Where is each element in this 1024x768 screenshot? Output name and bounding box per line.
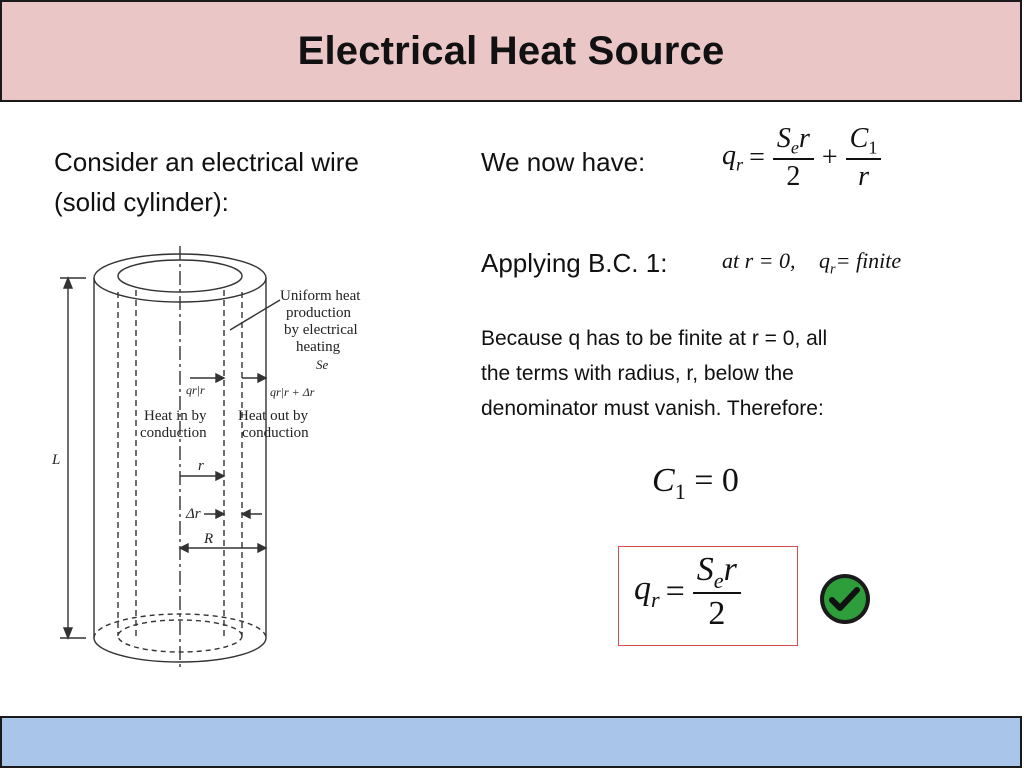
eq1-den1: 2 [786,160,801,192]
final-q: q [634,570,651,608]
final-q-sub: r [651,587,660,613]
applying-bc-text: Applying B.C. 1: [481,248,668,278]
final-num-sub: e [713,567,724,593]
bc-q-sub: r [830,261,836,278]
final-equation-box [618,546,798,646]
because-line-1: Because q has to be finite at r = 0, all [481,327,828,350]
bc-condition: at r = 0, [722,248,796,273]
now-have-text: We now have: [481,147,646,177]
fig-label-uniform-4: heating [296,339,341,355]
fig-label-uniform-1: Uniform heat [280,288,361,304]
eq1-num2: C [849,123,869,154]
footer-bar [0,716,1022,768]
fig-label-qrdr: qr|r + Δr [270,385,315,399]
eq1-q: q [722,139,736,171]
equation-qr-general: qr = Ser 2 + C1 r [722,124,883,191]
bc-equation: at r = 0, qr= finite [722,248,901,278]
intro-line-1: Consider an electrical wire [54,147,359,177]
check-circle-icon [820,574,870,624]
eq1-num1: S [776,123,791,154]
final-frac: Ser 2 [692,551,741,632]
fig-heat-in-2: conduction [140,425,207,441]
intro-text: Consider an electrical wire (solid cylin… [54,142,359,222]
title-bar: Electrical Heat Source [0,0,1022,102]
eq1-q-sub: r [736,154,744,175]
eq1-num1-tail: r [798,123,810,154]
fig-label-r: r [198,458,204,474]
eq1-den2: r [858,160,869,192]
bc-q: q [819,248,831,273]
intro-line-2: (solid cylinder): [54,187,229,217]
fig-label-qr: qr|r [186,383,205,397]
because-line-2: the terms with radius, r, below the [481,362,794,385]
cylinder-figure: Uniform heat production by electrical he… [51,246,361,668]
c1-equation: C1 = 0 [652,462,739,505]
fig-label-dr: Δr [185,506,201,522]
because-line-3: denominator must vanish. Therefore: [481,397,824,420]
eq1-num2-sub: 1 [868,137,878,158]
final-equation: qr = Ser 2 [634,552,743,632]
fig-heat-out-1: Heat out by [238,408,308,424]
because-paragraph: Because q has to be finite at r = 0, all… [481,321,827,426]
fig-label-uniform-3: by electrical [284,322,358,338]
c1-rhs: = 0 [694,462,739,499]
fig-label-uniform-2: production [286,305,351,321]
c1-sub: 1 [674,478,686,504]
final-num-tail: r [723,551,737,588]
c1-c: C [652,462,675,499]
eq1-frac-1: Ser 2 [772,123,814,192]
fig-heat-in-1: Heat in by [144,408,207,424]
slide-title: Electrical Heat Source [297,28,725,73]
eq1-frac-2: C1 r [845,123,882,192]
bc-rhs: = finite [835,248,902,273]
final-den: 2 [708,594,726,632]
fig-label-L: L [51,452,60,468]
fig-heat-out-2: conduction [242,425,309,441]
fig-label-se: Se [316,357,329,372]
final-num: S [696,551,714,588]
eq1-num1-sub: e [790,137,799,158]
fig-label-R: R [203,531,213,547]
